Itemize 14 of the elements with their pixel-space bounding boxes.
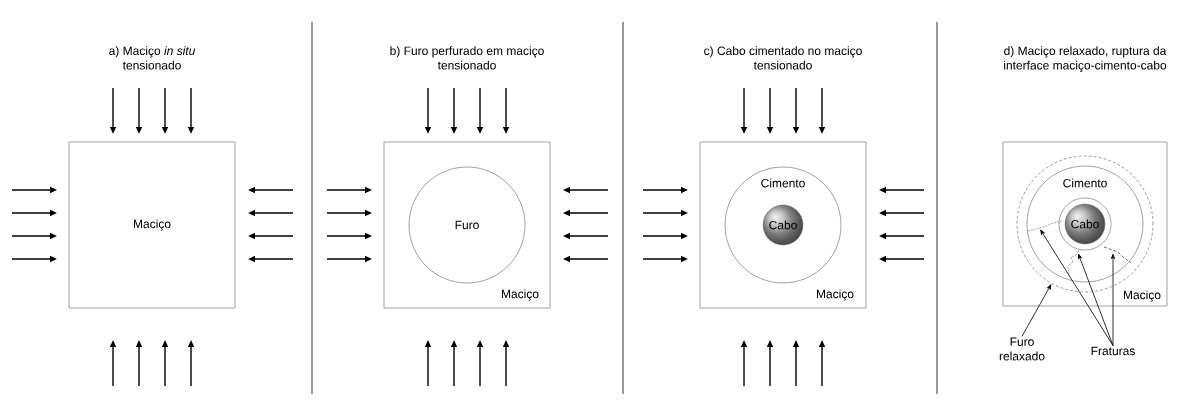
annotation-text: Furo relaxado xyxy=(999,337,1045,361)
panel-title: c) Cabo cimentado no maciço tensionado xyxy=(704,46,862,70)
panel-title: d) Maciço relaxado, ruptura da interface maciço-cimento-cabo xyxy=(1004,46,1167,72)
cable-ball: Cabo xyxy=(1064,203,1106,245)
cable-ring xyxy=(1058,197,1112,251)
annotation-text: Fraturas xyxy=(1091,346,1135,356)
panel-title: b) Furo perfurado em maciço tensionado xyxy=(390,46,544,70)
cable-ball: Cabo xyxy=(762,204,804,246)
rock-mass-box: Maciço xyxy=(68,141,236,309)
leader-line xyxy=(1040,229,1114,346)
leader-line xyxy=(1111,253,1115,346)
panel-title: a) Maciço in situ tensionado xyxy=(109,46,196,70)
leader-line xyxy=(1021,284,1052,337)
leader-line xyxy=(1078,253,1114,346)
